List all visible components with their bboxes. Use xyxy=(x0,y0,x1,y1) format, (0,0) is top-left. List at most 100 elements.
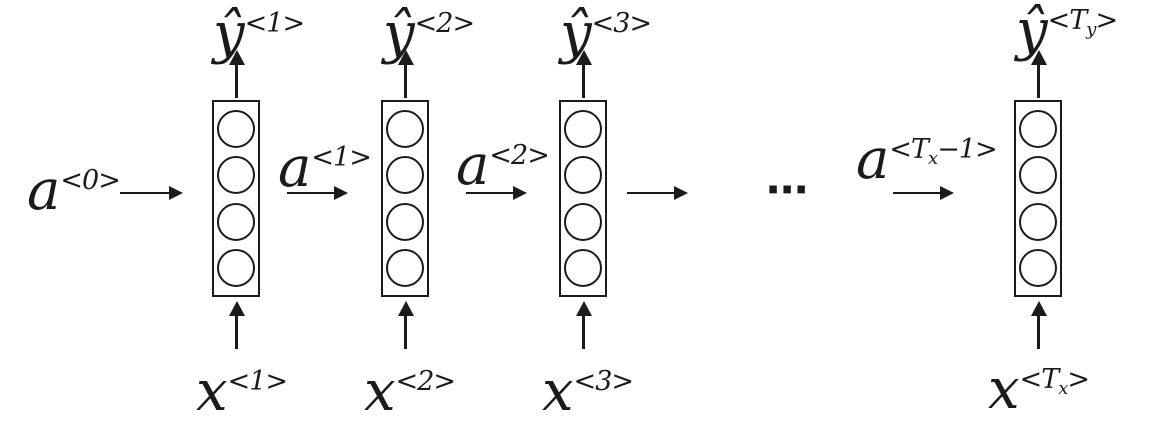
label-a-1-base: a xyxy=(278,135,312,200)
arrow-cell2-to-cell3-icon xyxy=(466,185,527,201)
arrow-to-final-cell-icon xyxy=(893,185,954,201)
label-x-Tx-sup-pre: < xyxy=(1019,364,1043,395)
arrow-shaft xyxy=(893,191,940,195)
input-arrow-cell1-icon xyxy=(228,301,245,349)
arrow-shaft xyxy=(120,191,169,195)
arrow-a0-to-cell1-icon xyxy=(120,185,183,201)
hidden-unit-circle xyxy=(386,248,424,287)
label-x-1-sup: <1> xyxy=(227,366,288,397)
arrow-shaft xyxy=(287,191,334,195)
arrow-shaft xyxy=(404,65,407,98)
label-x-Tx-sup-T: T xyxy=(1041,364,1059,395)
label-yhat-3: ŷ<3> xyxy=(560,6,652,62)
arrow-shaft xyxy=(627,191,674,195)
label-yhat-Ty-sup: <Ty> xyxy=(1048,5,1118,39)
label-a-1: a<1> xyxy=(278,140,372,196)
arrow-shaft xyxy=(582,65,585,98)
input-arrow-cell4-icon xyxy=(1030,301,1047,349)
arrow-shaft xyxy=(1037,316,1040,349)
hidden-unit-circle xyxy=(386,202,424,241)
label-x-2: x<2> xyxy=(364,364,456,420)
label-yhat-2-sup-text: <2> xyxy=(414,8,475,39)
input-arrow-cell2-icon xyxy=(397,301,414,349)
hidden-unit-circle xyxy=(217,110,255,149)
label-a-2: a<2> xyxy=(456,138,550,194)
arrow-head-icon xyxy=(228,50,245,65)
label-a-Tx-minus-1-sup-T: T xyxy=(911,134,929,165)
output-arrow-cell4-icon xyxy=(1030,50,1047,98)
arrow-head-icon xyxy=(940,186,954,200)
label-x-3: x<3> xyxy=(542,364,634,420)
hidden-unit-circle xyxy=(1019,156,1057,195)
arrow-shaft xyxy=(235,65,238,98)
hidden-unit-circle xyxy=(1019,248,1057,287)
arrow-head-icon xyxy=(575,50,592,65)
label-yhat-1: ŷ<1> xyxy=(213,6,305,62)
label-x-3-sup-text: <3> xyxy=(573,366,634,397)
arrow-shaft xyxy=(582,316,585,349)
input-arrow-cell3-icon xyxy=(575,301,592,349)
label-a-2-base: a xyxy=(456,133,490,198)
hidden-unit-circle xyxy=(564,110,602,149)
hidden-unit-circle xyxy=(217,248,255,287)
hidden-unit-circle xyxy=(386,156,424,195)
arrow-head-icon xyxy=(513,186,527,200)
hidden-unit-circle xyxy=(386,110,424,149)
label-x-Tx-sup: <Tx> xyxy=(1019,364,1090,398)
hidden-unit-circle xyxy=(217,202,255,241)
label-yhat-2-sup: <2> xyxy=(414,8,475,39)
label-yhat-Ty-sup-T: T xyxy=(1069,5,1087,36)
label-a-1-sup-text: <1> xyxy=(311,142,371,173)
label-a-Tx-minus-1-sup: <Tx−1> xyxy=(889,134,997,168)
label-x-2-base: x xyxy=(364,359,396,424)
label-x-1: x<1> xyxy=(196,364,288,420)
label-a-Tx-minus-1-sup-pre: < xyxy=(889,134,912,165)
output-arrow-cell2-icon xyxy=(397,50,414,98)
label-x-3-base: x xyxy=(542,359,574,424)
label-a-2-sup: <2> xyxy=(489,140,549,171)
label-a-Tx-minus-1-base: a xyxy=(856,127,890,192)
label-a-Tx-minus-1-sup-sub: x xyxy=(928,148,938,169)
label-x-Tx-base: x xyxy=(988,357,1020,422)
arrow-head-icon xyxy=(228,301,245,316)
label-x-2-sup: <2> xyxy=(395,366,456,397)
hidden-unit-circle xyxy=(217,156,255,195)
rnn-cell-1 xyxy=(212,100,260,297)
arrow-cell1-to-cell2-icon xyxy=(287,185,348,201)
label-yhat-2: ŷ<2> xyxy=(383,6,475,62)
label-x-Tx-sup-post: > xyxy=(1067,364,1090,395)
label-a-Tx-minus-1-sup-post: −1> xyxy=(937,134,997,165)
label-a-Tx-minus-1: a<Tx−1> xyxy=(856,132,998,188)
hidden-unit-circle xyxy=(564,156,602,195)
ellipsis: ⋯ xyxy=(766,165,808,214)
rnn-cell-final xyxy=(1014,100,1062,297)
rnn-cell-3 xyxy=(559,100,607,297)
arrow-shaft xyxy=(466,191,513,195)
output-arrow-cell3-icon xyxy=(575,50,592,98)
label-yhat-1-sup-text: <1> xyxy=(244,8,305,39)
arrow-head-icon xyxy=(575,301,592,316)
label-yhat-1-sup: <1> xyxy=(244,8,305,39)
arrow-shaft xyxy=(235,316,238,349)
arrow-head-icon xyxy=(674,186,688,200)
rnn-cell-2 xyxy=(381,100,429,297)
label-x-Tx-sup-sub: x xyxy=(1058,378,1068,399)
label-yhat-Ty-sup-sub: y xyxy=(1086,19,1096,40)
label-x-1-sup-text: <1> xyxy=(227,366,288,397)
label-a-0-sup-text: <0> xyxy=(60,165,120,196)
arrow-shaft xyxy=(404,316,407,349)
label-x-3-sup: <3> xyxy=(573,366,634,397)
label-a-0: a<0> xyxy=(27,163,121,219)
hidden-unit-circle xyxy=(1019,202,1057,241)
label-a-0-base: a xyxy=(27,158,61,223)
arrow-head-icon xyxy=(397,301,414,316)
label-yhat-Ty-sup-post: > xyxy=(1095,5,1118,36)
label-x-1-base: x xyxy=(196,359,228,424)
label-x-Tx: x<Tx> xyxy=(988,362,1090,418)
label-yhat-Ty: ŷ<Ty> xyxy=(1016,3,1118,59)
label-a-1-sup: <1> xyxy=(311,142,371,173)
output-arrow-cell1-icon xyxy=(228,50,245,98)
label-x-2-sup-text: <2> xyxy=(395,366,456,397)
label-a-2-sup-text: <2> xyxy=(489,140,549,171)
